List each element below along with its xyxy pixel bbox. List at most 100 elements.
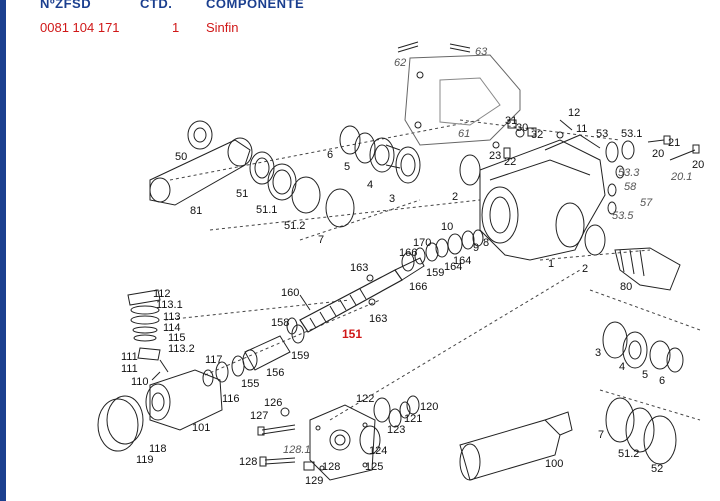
part-120-ring[interactable]: [406, 395, 420, 415]
component-name-value[interactable]: Sinfin: [206, 20, 239, 35]
part-22-bolt[interactable]: [503, 147, 511, 159]
part-80-sector-shaft[interactable]: [614, 247, 681, 291]
part-53-3-washer[interactable]: [615, 165, 625, 179]
callout-128-b: 128: [322, 461, 340, 473]
part-51-2-ring[interactable]: [291, 176, 321, 214]
part-12-bolt[interactable]: [559, 119, 573, 131]
part-53-5-nut[interactable]: [607, 201, 617, 215]
callout-8: 8: [483, 237, 489, 249]
part-2-o-ring-upper[interactable]: [459, 154, 481, 186]
callout-122: 122: [356, 393, 374, 405]
part-160-pin[interactable]: [299, 294, 311, 311]
part-52-ring[interactable]: [643, 415, 677, 465]
callout-58: 58: [624, 181, 637, 193]
part-113-gasket[interactable]: [130, 315, 160, 325]
part-118-ring[interactable]: [106, 395, 144, 445]
callout-101: 101: [192, 422, 210, 434]
part-163-ball[interactable]: [366, 274, 376, 306]
part-111-pin[interactable]: [159, 359, 169, 373]
callout-5-upper: 5: [344, 161, 350, 173]
part-126-washer[interactable]: [280, 407, 290, 417]
callout-170: 170: [413, 237, 431, 249]
callout-5-lower: 5: [642, 369, 648, 381]
callout-57: 57: [640, 197, 653, 209]
part-127-bolt[interactable]: [257, 424, 296, 436]
part-2-o-ring-lower[interactable]: [584, 224, 606, 256]
part-159-ring[interactable]: [291, 324, 305, 344]
part-119-ring[interactable]: [97, 398, 139, 452]
part-155-ring[interactable]: [231, 355, 245, 377]
part-156-sleeve[interactable]: [242, 335, 291, 371]
part-50-washer[interactable]: [187, 120, 213, 150]
part-7-snap-ring[interactable]: [325, 188, 355, 228]
column-header-componente: COMPONENTE: [206, 0, 305, 11]
part-128-bolt[interactable]: [259, 456, 296, 467]
callout-50: 50: [175, 151, 187, 163]
part-115-ring[interactable]: [133, 334, 157, 342]
part-63-bolt[interactable]: [449, 43, 471, 53]
part-124-ring[interactable]: [359, 425, 381, 455]
part-166-ring[interactable]: [401, 252, 415, 272]
callout-166-a: 166: [399, 247, 417, 259]
part-62-bolt[interactable]: [397, 41, 419, 53]
callout-110: 110: [131, 376, 149, 388]
part-101-valve-body[interactable]: [145, 369, 223, 431]
part-23-washer[interactable]: [492, 141, 500, 149]
part-125-cover-plate[interactable]: [309, 404, 376, 481]
callout-164-b: 164: [453, 255, 471, 267]
part-1-steering-housing[interactable]: [479, 134, 606, 261]
part-number-value[interactable]: 0081 104 171: [40, 20, 120, 35]
callout-labels: 1 2 2 3 3 4 4 5 5 6 6 7 7 8 9 10 11 12 2…: [121, 46, 704, 487]
part-116-ring[interactable]: [202, 369, 214, 387]
part-113-1-gasket[interactable]: [130, 305, 160, 315]
part-112-plate[interactable]: [127, 289, 161, 306]
part-114-spring[interactable]: [132, 326, 158, 334]
callout-128-1: 128.1: [283, 444, 311, 456]
part-21-screw[interactable]: [647, 135, 671, 145]
part-53-ring[interactable]: [605, 141, 619, 163]
part-51-2-ring-lower[interactable]: [625, 407, 655, 453]
part-8-ring[interactable]: [472, 229, 484, 247]
column-header-nzfsd: NºZFSD: [40, 0, 92, 11]
part-58-part[interactable]: [607, 183, 617, 197]
part-10-ring[interactable]: [447, 233, 463, 255]
part-129-nut[interactable]: [303, 461, 315, 471]
callout-119: 119: [136, 454, 154, 466]
part-53-1-nut[interactable]: [621, 140, 635, 160]
part-31-screw[interactable]: [507, 119, 517, 129]
part-6-ring[interactable]: [339, 125, 361, 155]
part-164-ring[interactable]: [425, 238, 449, 262]
part-117-ring[interactable]: [215, 361, 229, 383]
part-61-cover[interactable]: [404, 54, 521, 146]
part-20-bolt[interactable]: [669, 144, 700, 161]
part-5-ring[interactable]: [354, 132, 376, 164]
part-110-screw[interactable]: [151, 371, 161, 381]
part-151-worm-shaft[interactable]: [299, 257, 425, 333]
part-3-race-lower[interactable]: [602, 321, 628, 359]
part-7-snap-ring-lower[interactable]: [605, 397, 635, 443]
callout-114: 114: [163, 322, 181, 334]
part-11-washer[interactable]: [556, 131, 564, 139]
part-9-ring[interactable]: [461, 230, 475, 250]
part-32-nut[interactable]: [527, 127, 537, 137]
part-121-ring[interactable]: [399, 401, 411, 419]
callout-81: 81: [190, 205, 202, 217]
part-6-ring-lower[interactable]: [666, 347, 684, 373]
part-30-washer[interactable]: [515, 128, 525, 138]
part-3-bearing-race[interactable]: [395, 146, 421, 184]
part-122-ring[interactable]: [373, 397, 391, 423]
part-4-bearing-lower[interactable]: [622, 331, 648, 369]
quantity-value: 1: [172, 20, 180, 35]
callout-20-b: 20: [692, 159, 704, 171]
part-81-pitman-arm[interactable]: [149, 137, 253, 206]
part-113-2-clip[interactable]: [137, 347, 161, 361]
callout-156: 156: [266, 367, 284, 379]
callout-6-upper: 6: [327, 149, 333, 161]
part-5-ring-lower[interactable]: [649, 340, 671, 370]
part-100-valve-assembly[interactable]: [459, 411, 573, 481]
part-4-bearing[interactable]: [369, 137, 401, 173]
part-123-ring[interactable]: [388, 408, 402, 428]
part-170-ring[interactable]: [414, 247, 426, 265]
part-51-seal[interactable]: [249, 151, 275, 185]
callout-1: 1: [548, 258, 554, 270]
